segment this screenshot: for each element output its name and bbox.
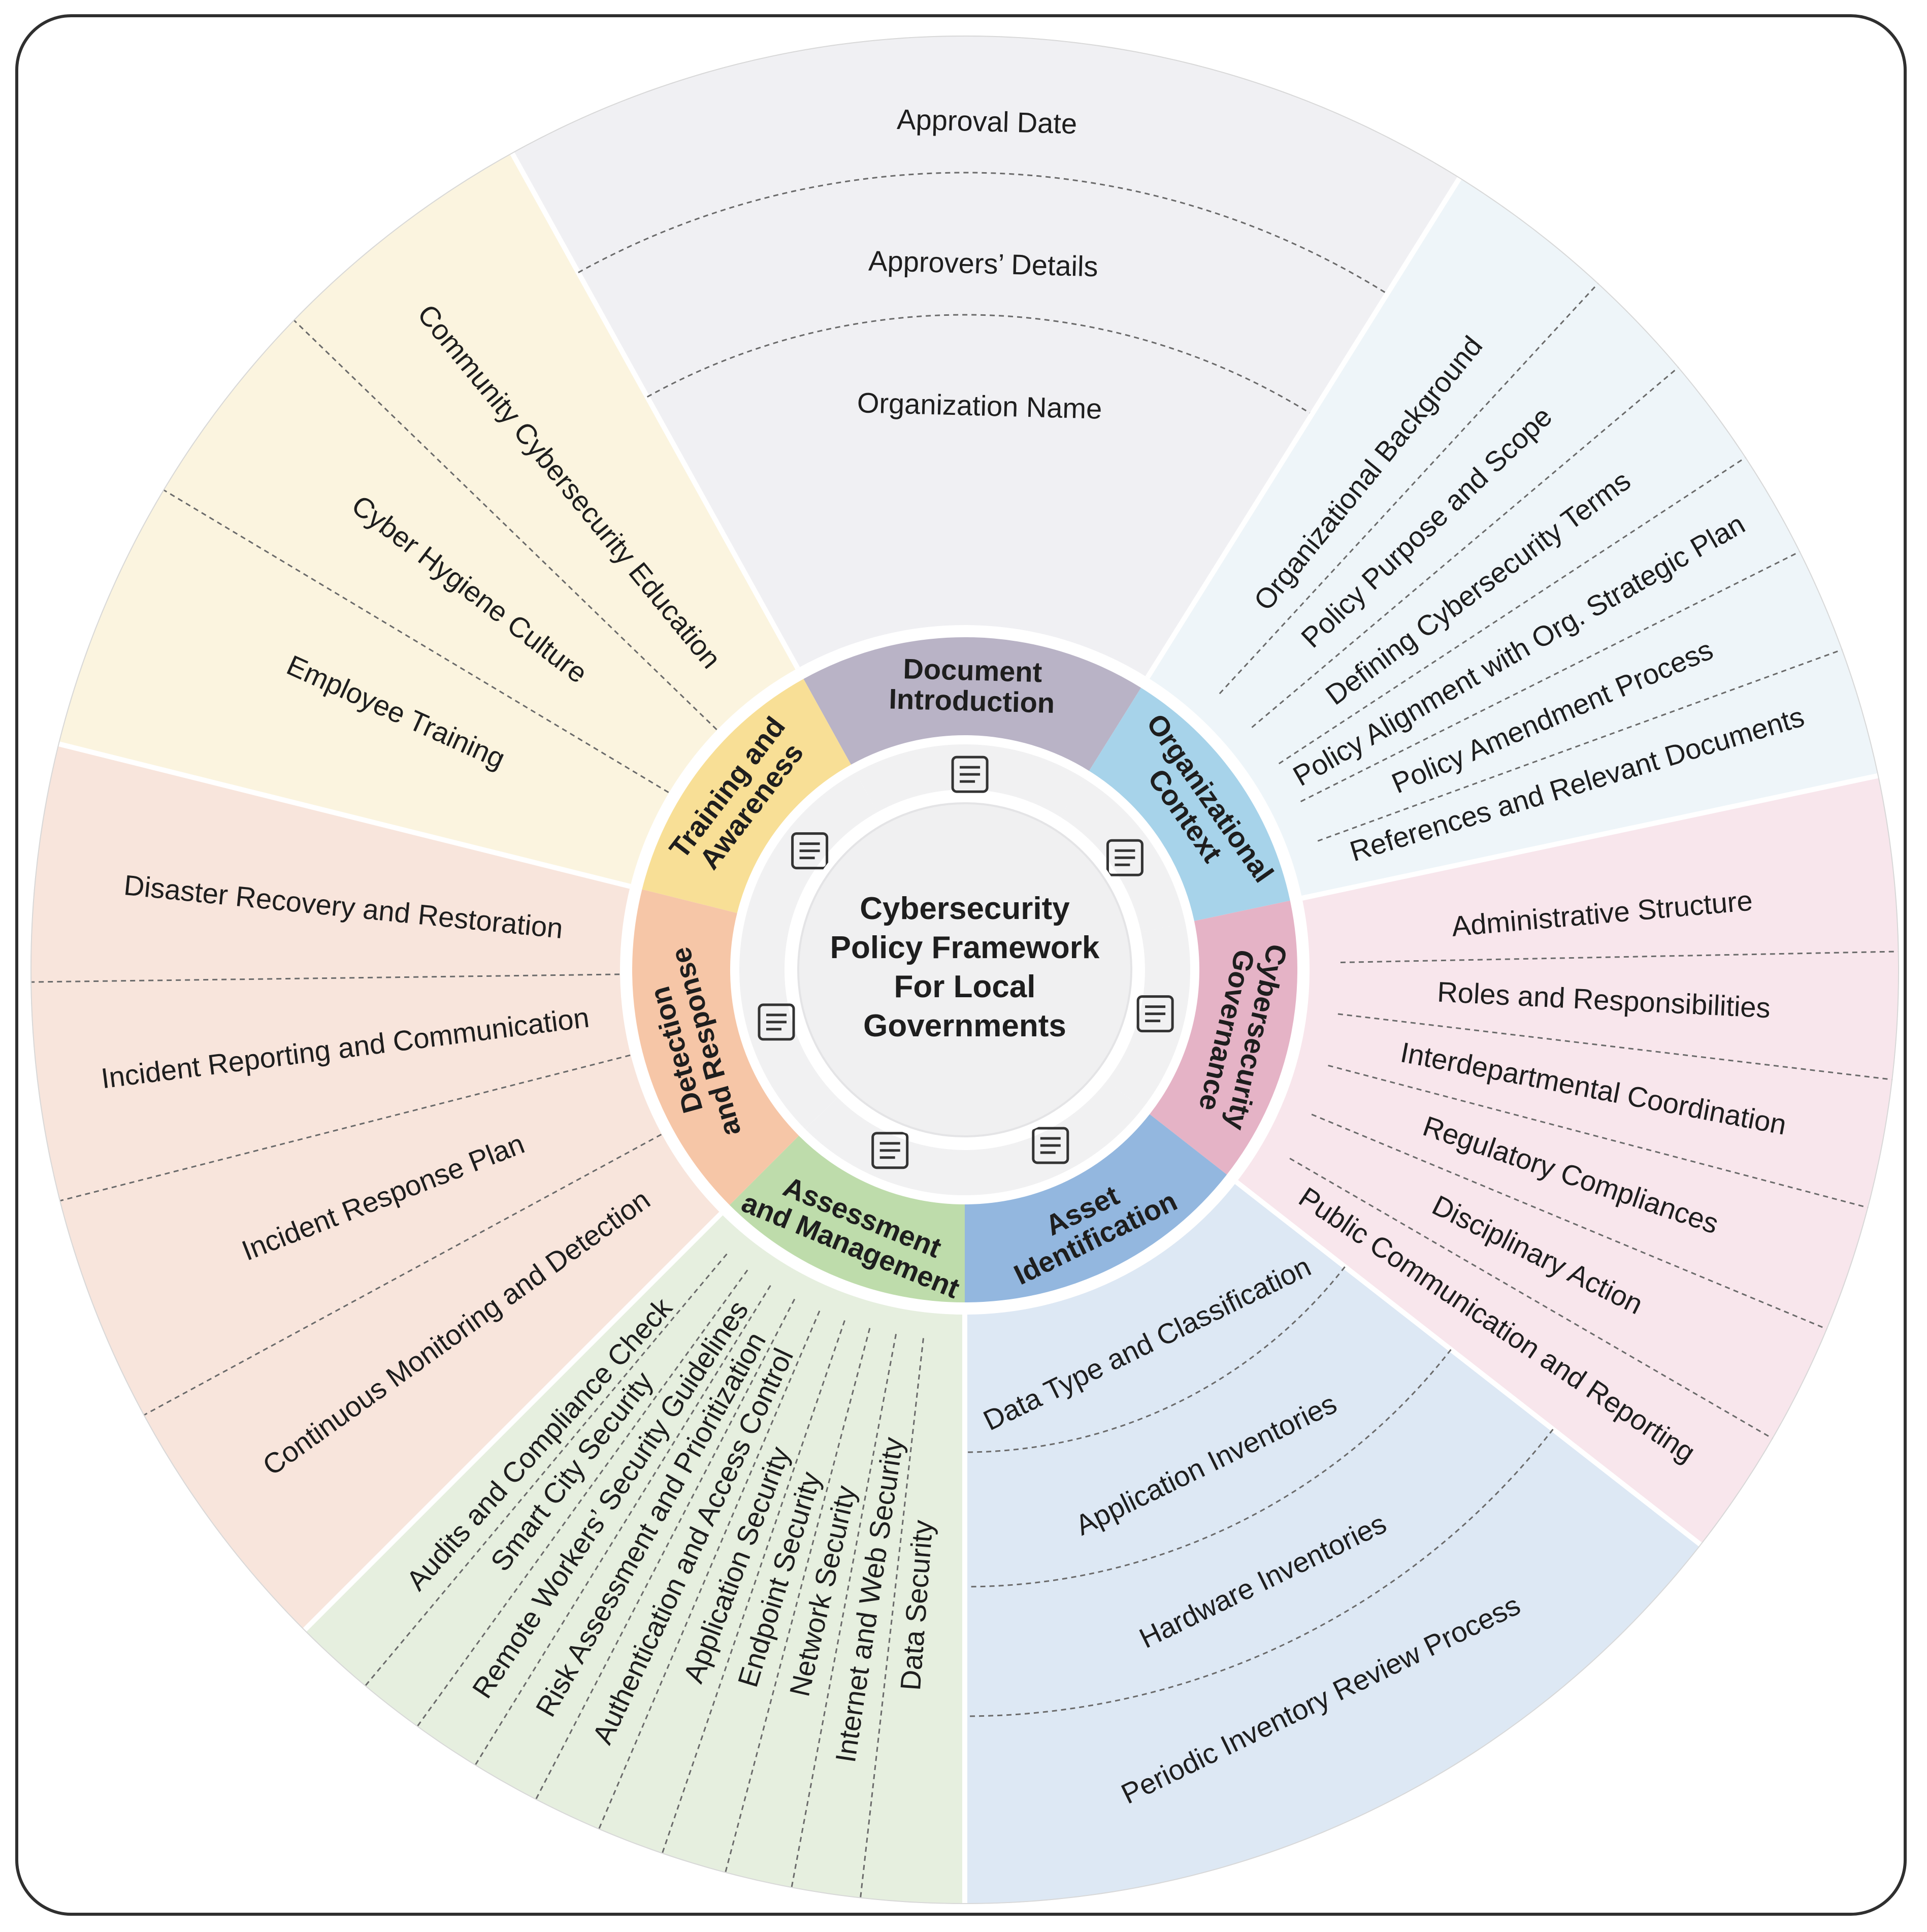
row-separator	[964, 1349, 1452, 1588]
row-separator	[598, 1311, 821, 1830]
category-label-line: Introduction	[889, 682, 1055, 719]
checklist-icon	[871, 1132, 909, 1169]
cybersecurity-governance-band	[1150, 900, 1298, 1175]
row-separator	[1328, 1064, 1869, 1208]
row-separator	[964, 1266, 1346, 1453]
framework-item: Organization Name	[857, 386, 1102, 425]
sector-divider	[1235, 1180, 1735, 1573]
organizational-context-inner-area	[1060, 778, 1186, 933]
row-separator	[162, 489, 669, 793]
cybersecurity-governance-sector-bg	[1236, 769, 1899, 1564]
framework-item: Approvers’ Details	[868, 245, 1099, 283]
training-and-awareness-inner-area	[746, 772, 877, 927]
row-separator	[964, 1429, 1554, 1717]
assessment-and-management-band	[729, 1135, 965, 1302]
title-line: Governments	[863, 1008, 1066, 1043]
row-separator	[661, 1320, 845, 1854]
document-introduction-band	[803, 637, 1141, 771]
row-separator	[1340, 951, 1899, 963]
row-separator	[1337, 1013, 1893, 1080]
title-line: Cybersecurity	[860, 891, 1070, 926]
row-separator	[1311, 1114, 1827, 1330]
sector-divider	[489, 116, 800, 670]
asset-identification-band	[965, 1114, 1227, 1302]
assessment-and-management-inner-area	[805, 1097, 965, 1195]
row-separator	[646, 314, 1313, 415]
sector-divider	[273, 1211, 723, 1661]
training-and-awareness-band	[642, 679, 851, 913]
title-line: For Local	[894, 969, 1035, 1004]
row-separator	[1289, 1158, 1774, 1439]
document-pen-icon	[1032, 1127, 1069, 1164]
organizational-context-band	[1089, 687, 1290, 921]
row-separator	[724, 1328, 871, 1873]
sector-divider	[1145, 142, 1484, 679]
focus-frame-icon	[758, 1003, 795, 1041]
org-network-gear-icon	[1106, 839, 1144, 876]
row-separator	[578, 172, 1388, 294]
row-separator	[1300, 550, 1801, 802]
row-separator	[416, 1269, 748, 1727]
organizational-context-sector-bg	[1147, 151, 1899, 898]
row-separator	[1278, 456, 1747, 765]
row-separator	[1251, 366, 1679, 728]
row-separator	[535, 1298, 796, 1800]
detection-and-response-sector-bg	[30, 736, 721, 1652]
detection-and-response-band	[632, 889, 799, 1205]
training-and-awareness-sector-bg	[30, 126, 798, 887]
center-disc	[797, 802, 1132, 1137]
framework-item: Approval Date	[897, 103, 1077, 140]
row-separator	[143, 1133, 662, 1416]
detection-and-response-inner-area	[739, 915, 837, 1129]
row-separator	[1317, 648, 1843, 842]
row-separator	[860, 1338, 924, 1898]
sector-divider	[30, 731, 631, 889]
scroll-document-icon	[951, 756, 989, 793]
row-separator	[30, 973, 620, 983]
row-separator	[364, 1253, 728, 1687]
title-line: Policy Framework	[830, 930, 1100, 965]
row-separator	[791, 1334, 897, 1888]
row-separator	[1219, 282, 1599, 695]
row-separator	[59, 1054, 631, 1202]
row-separator	[293, 319, 717, 730]
sector-divider	[1301, 764, 1899, 901]
document-introduction-sector-bg	[497, 36, 1476, 678]
row-separator	[474, 1285, 771, 1766]
category-label-line: Document	[903, 652, 1042, 688]
shield-lock-icon	[1136, 995, 1174, 1033]
cybersecurity-governance-inner-area	[1106, 923, 1191, 1109]
training-presentation-icon	[791, 832, 829, 870]
